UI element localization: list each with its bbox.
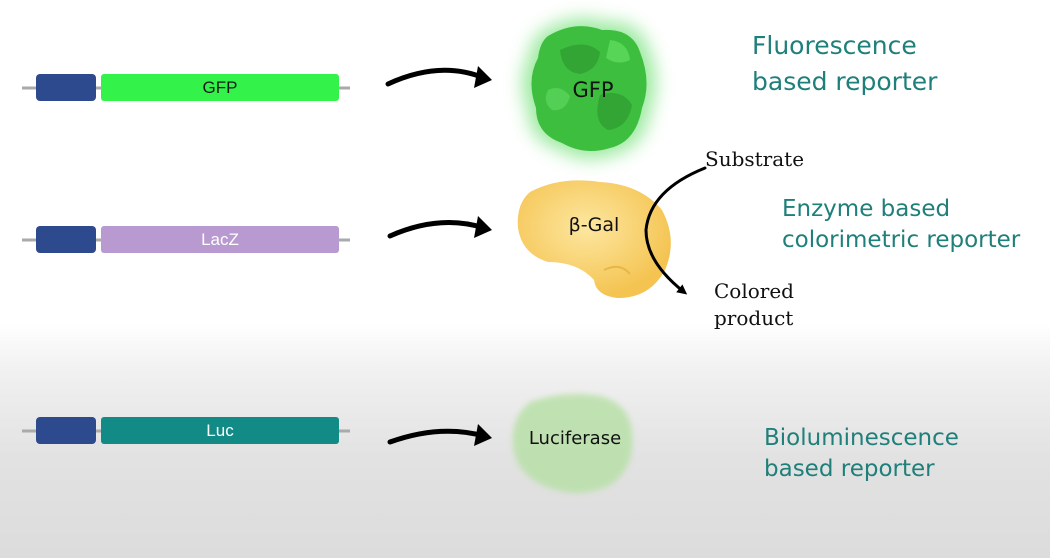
- arrow-gfp: [385, 67, 487, 87]
- protein-label-betagal: β-Gal: [568, 214, 620, 236]
- arrowhead-gfp: [474, 66, 492, 88]
- promoter-box-gfp: [36, 74, 96, 101]
- protein-label-gfp: GFP: [572, 78, 614, 102]
- gene-label-luc: Luc: [206, 421, 234, 440]
- product-label-line1: Colored: [714, 279, 794, 303]
- gfp-construct: [22, 74, 350, 101]
- reporter-type-lacz-line2: colorimetric reporter: [782, 227, 1021, 253]
- reporter-type-gfp-line1: Fluorescence: [752, 31, 917, 60]
- arrow-lacz: [387, 220, 487, 239]
- gene-label-lacz: LacZ: [201, 230, 239, 249]
- gene-label-gfp: GFP: [202, 78, 238, 97]
- promoter-box-lacz: [36, 226, 96, 253]
- gene-box-gfp: [101, 74, 339, 101]
- lacz-construct: [22, 226, 350, 253]
- arrow-luc: [387, 428, 487, 445]
- reporter-type-gfp-line2: based reporter: [752, 67, 938, 96]
- substrate-label: Substrate: [705, 147, 805, 171]
- luciferase-protein: [512, 394, 633, 493]
- promoter-box-luc: [36, 417, 96, 444]
- luciferase-body: [512, 394, 633, 493]
- protein-label-luciferase: Luciferase: [528, 428, 622, 449]
- reporter-type-luc-line1: Bioluminescence: [764, 425, 959, 451]
- gene-box-lacz: [101, 226, 339, 253]
- gene-box-luc: [101, 417, 339, 444]
- reporter-type-lacz-line1: Enzyme based: [782, 196, 951, 222]
- reporter-type-luc-line2: based reporter: [764, 456, 935, 482]
- reaction-arrow: [644, 166, 707, 295]
- arrowhead-lacz: [474, 216, 492, 238]
- product-label-line2: product: [714, 306, 794, 330]
- betagal-protein: [517, 180, 671, 298]
- luc-construct: [22, 417, 350, 444]
- arrowhead-luc: [474, 424, 492, 446]
- gfp-protein: [522, 18, 656, 159]
- betagal-body: [517, 180, 671, 298]
